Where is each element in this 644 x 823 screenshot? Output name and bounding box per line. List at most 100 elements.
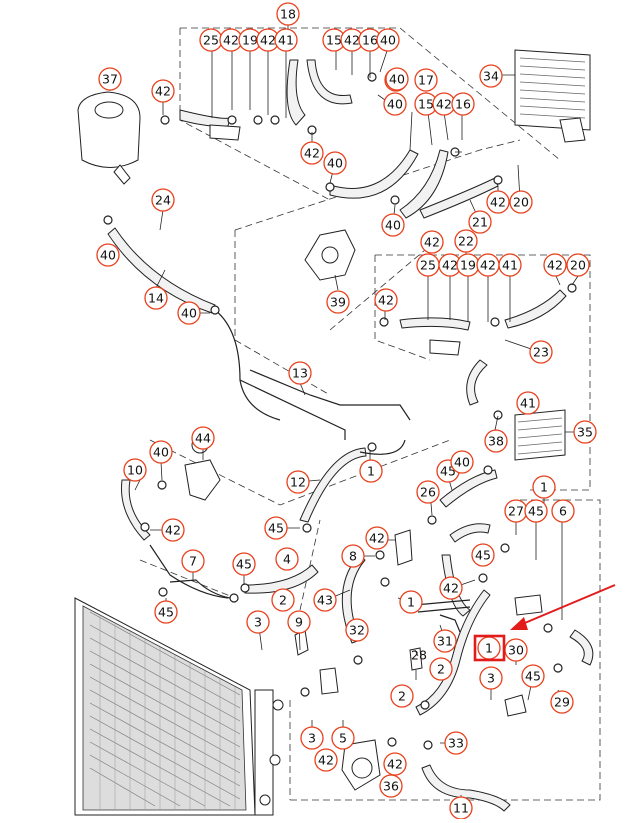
callout-label: 40 bbox=[153, 445, 169, 460]
callout-label: 15 bbox=[418, 97, 434, 112]
callout-34: 34 bbox=[479, 64, 503, 88]
callout-7: 7 bbox=[181, 549, 205, 573]
callout-label: 40 bbox=[385, 218, 401, 233]
callout-label: 42 bbox=[344, 33, 360, 48]
callout-32: 32 bbox=[345, 618, 369, 642]
callout-42: 42 bbox=[340, 28, 364, 52]
callout-1: 1 bbox=[399, 590, 423, 614]
callout-label: 42 bbox=[318, 753, 334, 768]
callout-label: 30 bbox=[508, 643, 524, 658]
callout-42: 42 bbox=[314, 748, 338, 772]
callout-label: 19 bbox=[242, 33, 258, 48]
callout-1: 1 bbox=[359, 459, 383, 483]
callout-40: 40 bbox=[323, 151, 347, 175]
callout-42: 42 bbox=[420, 230, 444, 254]
callout-20: 20 bbox=[566, 253, 590, 277]
callout-label: 39 bbox=[330, 295, 346, 310]
callout-41: 41 bbox=[274, 28, 298, 52]
callout-label: 20 bbox=[513, 195, 529, 210]
callout-label: 38 bbox=[488, 434, 504, 449]
heater-core bbox=[514, 49, 591, 143]
callout-label: 42 bbox=[436, 97, 452, 112]
callout-label: 40 bbox=[380, 33, 396, 48]
callout-label: 42 bbox=[304, 146, 320, 161]
callout-42: 42 bbox=[161, 518, 185, 542]
callout-42: 42 bbox=[486, 190, 510, 214]
callout-label: 16 bbox=[362, 33, 378, 48]
hoses bbox=[107, 59, 594, 812]
callout-label: 25 bbox=[203, 33, 219, 48]
callout-label: 27 bbox=[508, 504, 524, 519]
callout-label: 19 bbox=[460, 258, 476, 273]
callout-label: 40 bbox=[454, 455, 470, 470]
radiator bbox=[74, 597, 284, 816]
callout-label: 36 bbox=[383, 779, 399, 794]
callout-30: 30 bbox=[504, 638, 528, 662]
callout-23: 23 bbox=[529, 340, 553, 364]
callout-25: 25 bbox=[199, 28, 223, 52]
callout-label: 42 bbox=[165, 523, 181, 538]
callout-label: 42 bbox=[480, 258, 496, 273]
callout-label: 3 bbox=[487, 671, 495, 686]
callout-10: 10 bbox=[123, 458, 147, 482]
callout-label: 41 bbox=[278, 33, 294, 48]
callout-11: 11 bbox=[449, 796, 473, 820]
callout-45: 45 bbox=[154, 600, 178, 624]
callout-45: 45 bbox=[264, 516, 288, 540]
callout-13: 13 bbox=[288, 361, 312, 385]
callout-label: 25 bbox=[420, 258, 436, 273]
callout-label: 32 bbox=[349, 623, 365, 638]
callout-41: 41 bbox=[498, 253, 522, 277]
callout-5: 5 bbox=[331, 726, 355, 750]
callout-15: 15 bbox=[414, 92, 438, 116]
callout-9: 9 bbox=[287, 610, 311, 634]
callout-42: 42 bbox=[219, 28, 243, 52]
callout-17: 17 bbox=[414, 68, 438, 92]
callout-31: 31 bbox=[433, 629, 457, 653]
callout-16: 16 bbox=[451, 92, 475, 116]
callout-29: 29 bbox=[550, 690, 574, 714]
callout-42: 42 bbox=[365, 526, 389, 550]
callout-3: 3 bbox=[246, 610, 270, 634]
callout-label: 40 bbox=[100, 248, 116, 263]
callout-3: 3 bbox=[300, 726, 324, 750]
callout-2: 2 bbox=[271, 588, 295, 612]
callout-label: 45 bbox=[158, 605, 174, 620]
callout-label: 45 bbox=[475, 548, 491, 563]
oil-cooler bbox=[514, 409, 566, 461]
callout-label: 44 bbox=[195, 431, 211, 446]
callout-44: 44 bbox=[191, 426, 215, 450]
callout-layer: 1825421942411542164037424017401542163440… bbox=[96, 2, 597, 820]
callout-label: 42 bbox=[260, 33, 276, 48]
callout-label: 3 bbox=[308, 731, 316, 746]
callout-label: 42 bbox=[369, 531, 385, 546]
callout-label: 17 bbox=[418, 73, 434, 88]
callout-label: 2 bbox=[398, 689, 406, 704]
expansion-tank bbox=[77, 91, 141, 185]
callout-label: 12 bbox=[290, 475, 306, 490]
callout-42: 42 bbox=[151, 79, 175, 103]
callout-2: 2 bbox=[429, 657, 453, 681]
callout-label: 42 bbox=[387, 757, 403, 772]
callout-15: 15 bbox=[322, 28, 346, 52]
callout-4: 4 bbox=[275, 547, 299, 571]
callout-label: 1 bbox=[540, 480, 548, 495]
callout-22: 22 bbox=[454, 229, 478, 253]
callout-37: 37 bbox=[98, 67, 122, 91]
rigid-pipes bbox=[149, 309, 471, 633]
callout-42: 42 bbox=[439, 576, 463, 600]
callout-24: 24 bbox=[151, 188, 175, 212]
callout-label: 2 bbox=[279, 593, 287, 608]
callout-label: 40 bbox=[389, 72, 405, 87]
callout-label: 28 bbox=[411, 648, 427, 663]
callout-label: 45 bbox=[236, 557, 252, 572]
callout-41: 41 bbox=[516, 391, 540, 415]
callout-42: 42 bbox=[476, 253, 500, 277]
callout-20: 20 bbox=[509, 190, 533, 214]
callout-40: 40 bbox=[450, 450, 474, 474]
callout-label: 35 bbox=[577, 425, 593, 440]
callout-label: 42 bbox=[443, 581, 459, 596]
callout-label: 37 bbox=[102, 72, 118, 87]
callout-27: 27 bbox=[504, 499, 528, 523]
callout-3: 3 bbox=[479, 666, 503, 690]
